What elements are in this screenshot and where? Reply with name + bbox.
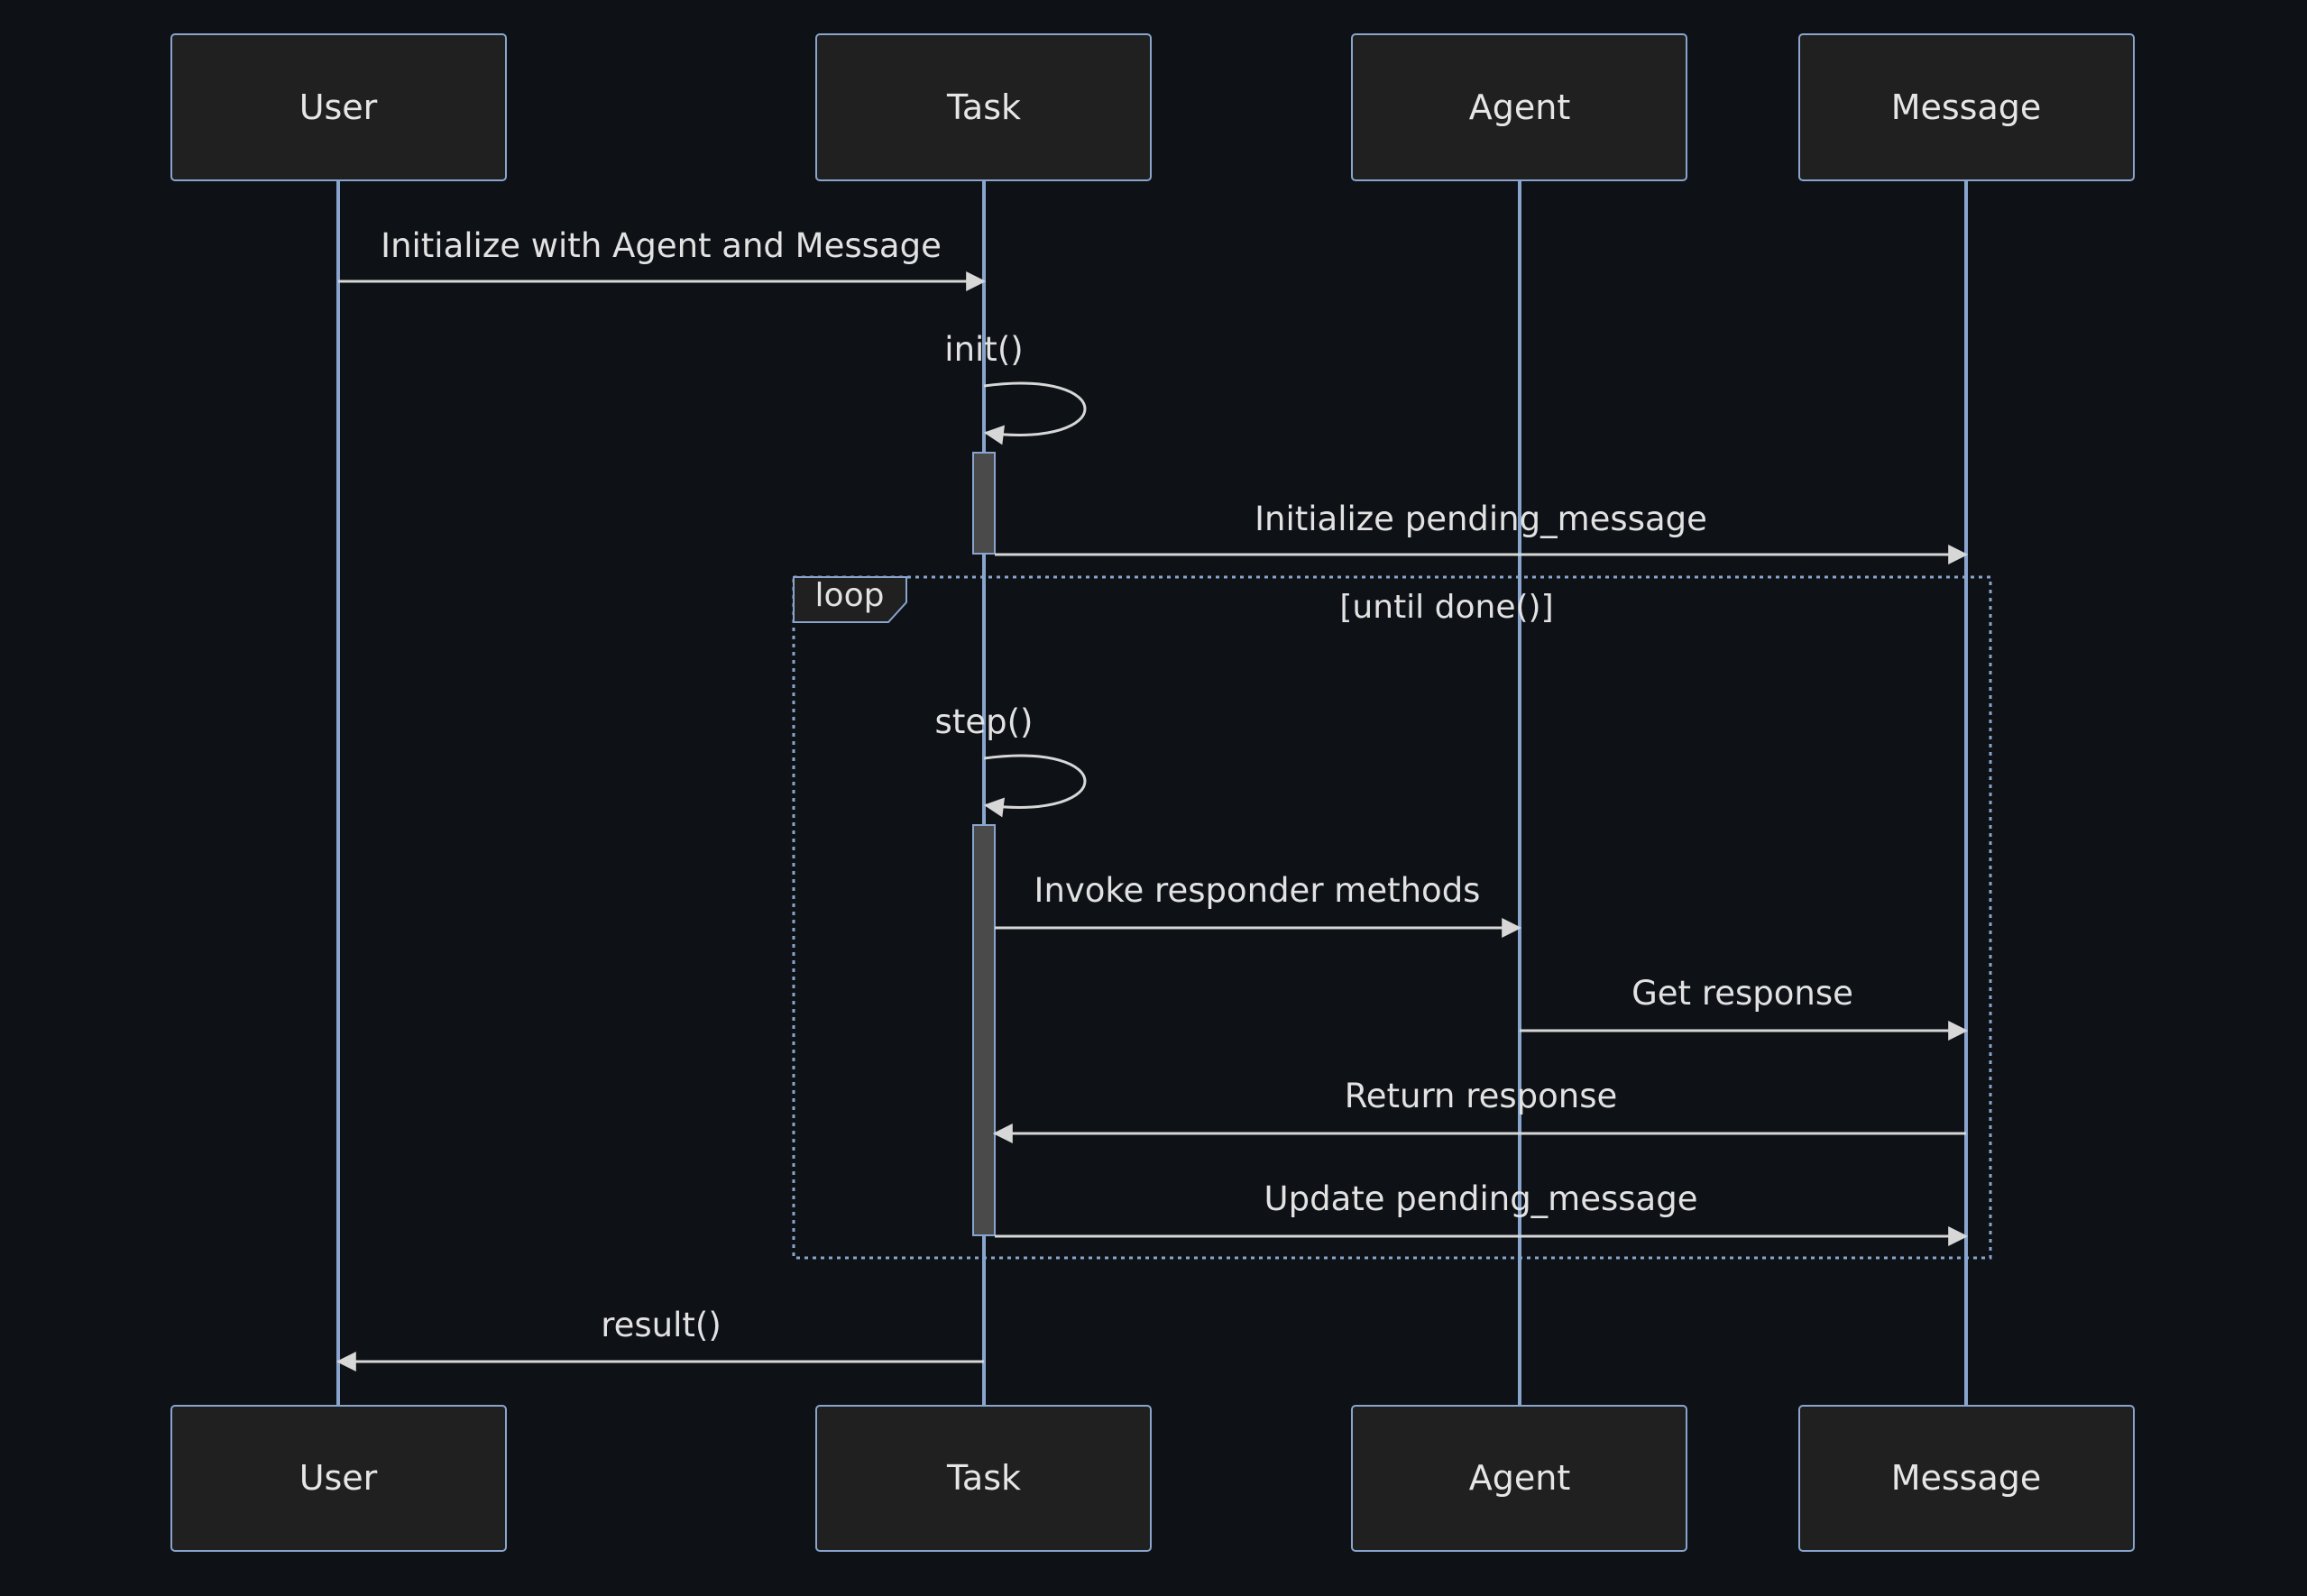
actor-message-top: Message [1798, 33, 2135, 181]
actor-agent-top: Agent [1351, 33, 1687, 181]
actor-user-top: User [170, 33, 507, 181]
loop-frame: loop [until done()] [792, 575, 1992, 1260]
message-label: Initialize pending_message [1255, 500, 1707, 538]
actor-task-top: Task [815, 33, 1152, 181]
message-label: init() [944, 330, 1023, 369]
message-arrow [983, 381, 1087, 445]
message-initialize-with-agent-and-message: Initialize with Agent and Message [338, 226, 987, 291]
loop-tab [793, 576, 907, 623]
message-label: result() [601, 1306, 722, 1344]
message-label: Update pending_message [1264, 1179, 1698, 1218]
actor-agent-bottom: Agent [1351, 1405, 1687, 1552]
message-return-response: Return response [992, 1077, 1966, 1143]
message-result: result() [335, 1306, 984, 1371]
loop-keyword: loop [815, 577, 885, 614]
activation-bar-init [972, 452, 996, 555]
actor-label: Message [1891, 87, 2042, 127]
actor-message-bottom: Message [1798, 1405, 2135, 1552]
message-label: step() [935, 702, 1034, 741]
message-update-pending-message: Update pending_message [995, 1179, 1969, 1246]
message-step: step() [935, 702, 1087, 818]
actor-label: User [299, 1458, 378, 1498]
message-invoke-responder-methods: Invoke responder methods [995, 871, 1522, 938]
actor-user-bottom: User [170, 1405, 507, 1552]
loop-condition: [until done()] [1339, 589, 1553, 626]
message-label: Return response [1345, 1077, 1618, 1115]
message-initialize-pending-message: Initialize pending_message [995, 500, 1969, 564]
message-get-response: Get response [1520, 974, 1969, 1041]
actor-label: Task [946, 1458, 1021, 1498]
message-label: Get response [1631, 974, 1853, 1013]
actor-label: Task [946, 87, 1021, 127]
message-label: Initialize with Agent and Message [381, 226, 942, 265]
message-init: init() [944, 330, 1087, 445]
actor-label: Agent [1469, 1458, 1570, 1498]
actor-label: Agent [1469, 87, 1570, 127]
message-label: Invoke responder methods [1034, 871, 1481, 910]
actor-task-bottom: Task [815, 1405, 1152, 1552]
activation-bar-step [972, 824, 996, 1236]
message-arrow [983, 754, 1087, 818]
actor-label: User [299, 87, 378, 127]
actor-label: Message [1891, 1458, 2042, 1498]
